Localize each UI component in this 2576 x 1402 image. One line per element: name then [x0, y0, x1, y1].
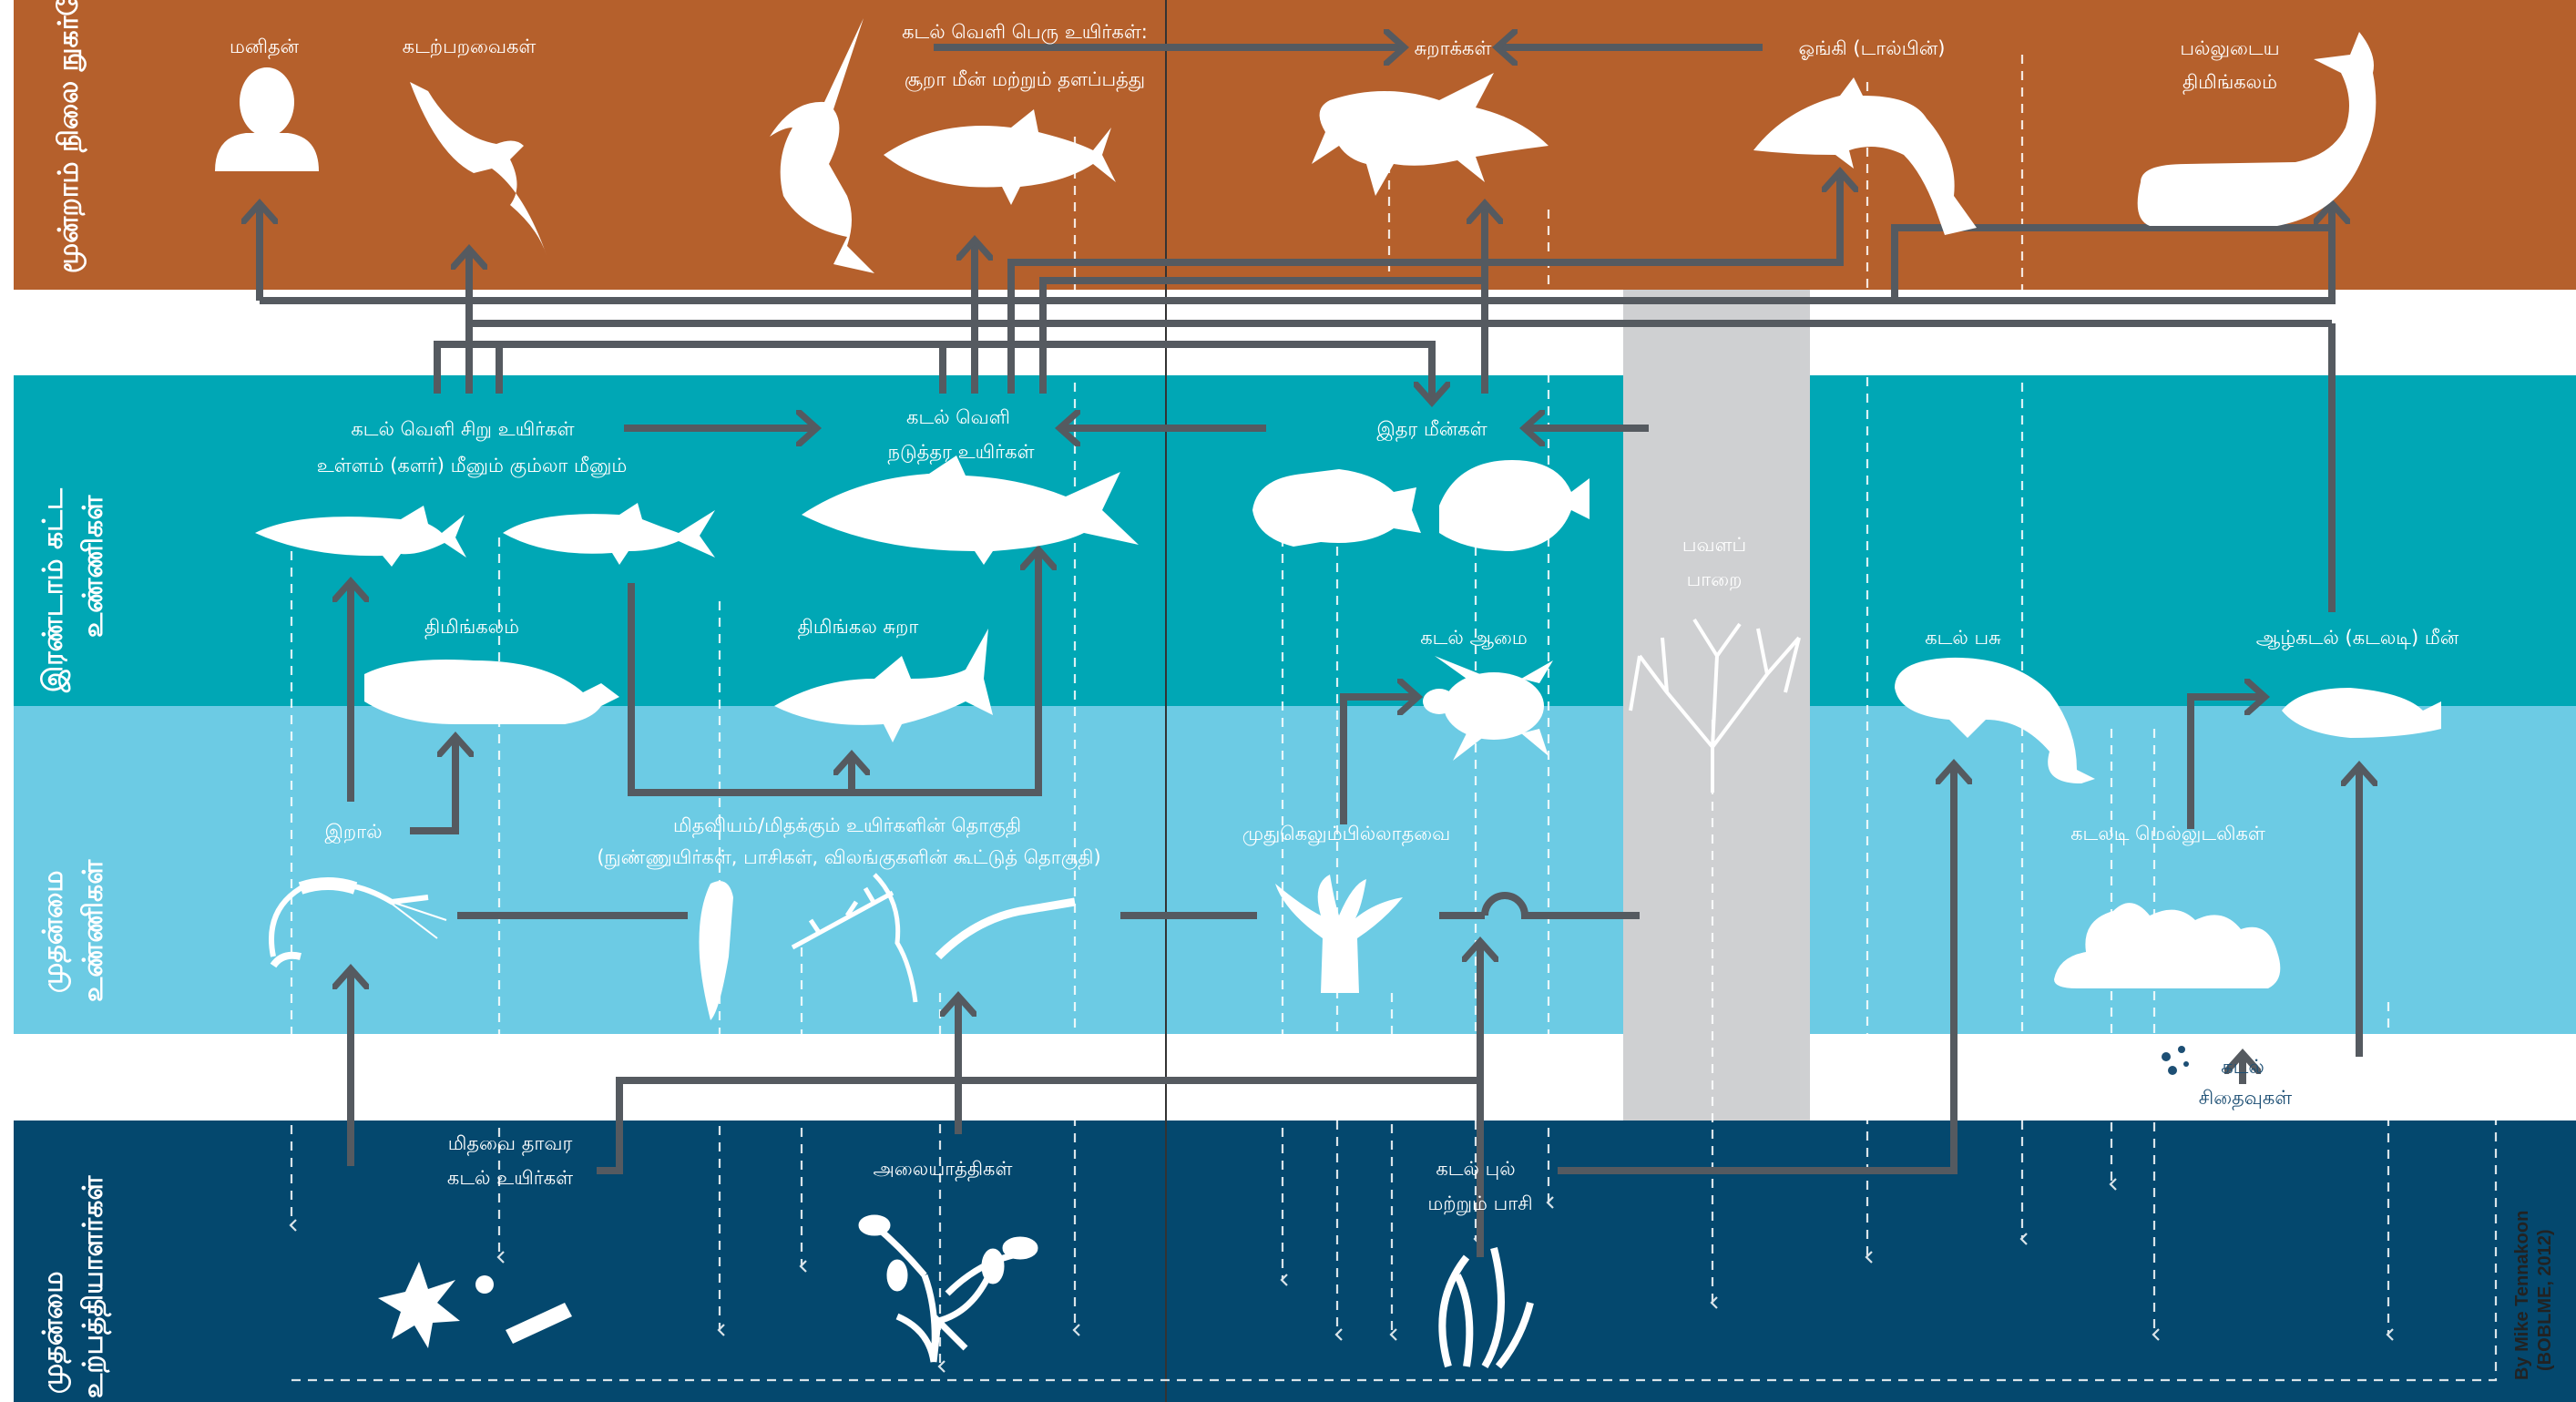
label-detritus-2: சிதைவுகள்	[2199, 1087, 2293, 1110]
label-whale-shark: திமிங்கல சுறா	[798, 616, 919, 640]
label-invertebrates: முதுகெலும்பில்லாதவை	[1242, 823, 1450, 846]
label-medium-pelagics-2: நடுத்தர உயிர்கள்	[887, 441, 1034, 465]
label-human: மனிதன்	[230, 36, 300, 59]
label-demersal-fish: ஆழ்கடல் (கடலடி) மீன்	[2256, 627, 2459, 650]
label-toothed-whale-1: பல்லுடைய	[2180, 37, 2279, 60]
band-title-primary-line2: உண்ணிகள்	[77, 859, 109, 1002]
label-coral-reef-1: பவளப்	[1682, 534, 1746, 556]
label-seagrass-1: கடல் புல்	[1436, 1158, 1515, 1180]
band-title-secondary-line2: உண்ணிகள்	[77, 495, 109, 638]
label-medium-pelagics-1: கடல் வெளி	[906, 406, 1010, 428]
band-title-tertiary: மூன்றாம் நிலை நுகர்வோர்கள்	[53, 0, 87, 273]
band-title-producers-line2: உற்பத்தியாளர்கள்	[77, 1175, 112, 1398]
label-dugong: கடல் பசு	[1925, 627, 2001, 649]
credit-line1: By Mike Tennakoon	[2512, 1211, 2532, 1380]
label-small-pelagics-1: கடல் வெளி சிறு உயிர்கள்	[351, 418, 574, 441]
label-zooplankton-2: (நுண்ணுயிர்கள், பாசிகள், விலங்குகளின் கூ…	[597, 846, 1100, 870]
label-large-pelagics-2: சூறா மீன் மற்றும் தளப்பத்து	[905, 68, 1145, 92]
credit-line2: (BOBLME, 2012)	[2535, 1229, 2555, 1371]
label-mangroves: அலையாத்திகள்	[874, 1158, 1013, 1182]
band-title-secondary-line1: இரண்டாம் கட்ட	[37, 487, 71, 693]
label-shrimp: இறால்	[324, 821, 382, 844]
label-dolphin: ஓங்கி (டால்பின்)	[1799, 37, 1946, 60]
producers-band	[14, 1121, 2576, 1402]
label-small-pelagics-2: உள்ளம் (களர்) மீனும் கும்லா மீனும்	[317, 455, 628, 477]
label-toothed-whale-2: திமிங்கலம்	[2182, 71, 2277, 95]
label-large-pelagics-1: கடல் வெளி பெரு உயிர்கள்:	[902, 21, 1148, 44]
label-zooplankton-1: மிதவியம்/மிதக்கும் உயிர்களின் தொகுதி	[673, 814, 1021, 838]
label-whale: திமிங்கலம்	[424, 616, 519, 640]
label-other-fish: இதர மீன்கள்	[1376, 418, 1487, 442]
band-title-primary-line1: முதன்மை	[37, 871, 72, 993]
coral-reef-column	[1623, 290, 1810, 1121]
label-phytoplankton-1: மிதவை தாவர	[448, 1132, 573, 1156]
label-sharks: சுறாக்கள்	[1415, 37, 1492, 59]
label-turtle: கடல் ஆமை	[1420, 627, 1528, 650]
label-coral-reef-2: பாறை	[1687, 568, 1743, 590]
band-title-producers-line1: முதன்மை	[37, 1272, 72, 1394]
label-seabirds: கடற்பறவைகள்	[403, 36, 537, 57]
label-seagrass-2: மற்றும் பாசி	[1427, 1192, 1532, 1215]
label-benthic: கடலடி மெல்லுடலிகள்	[2070, 823, 2265, 845]
label-phytoplankton-2: கடல் உயிர்கள்	[447, 1167, 573, 1189]
label-detritus-1: கடல்	[2221, 1056, 2264, 1078]
